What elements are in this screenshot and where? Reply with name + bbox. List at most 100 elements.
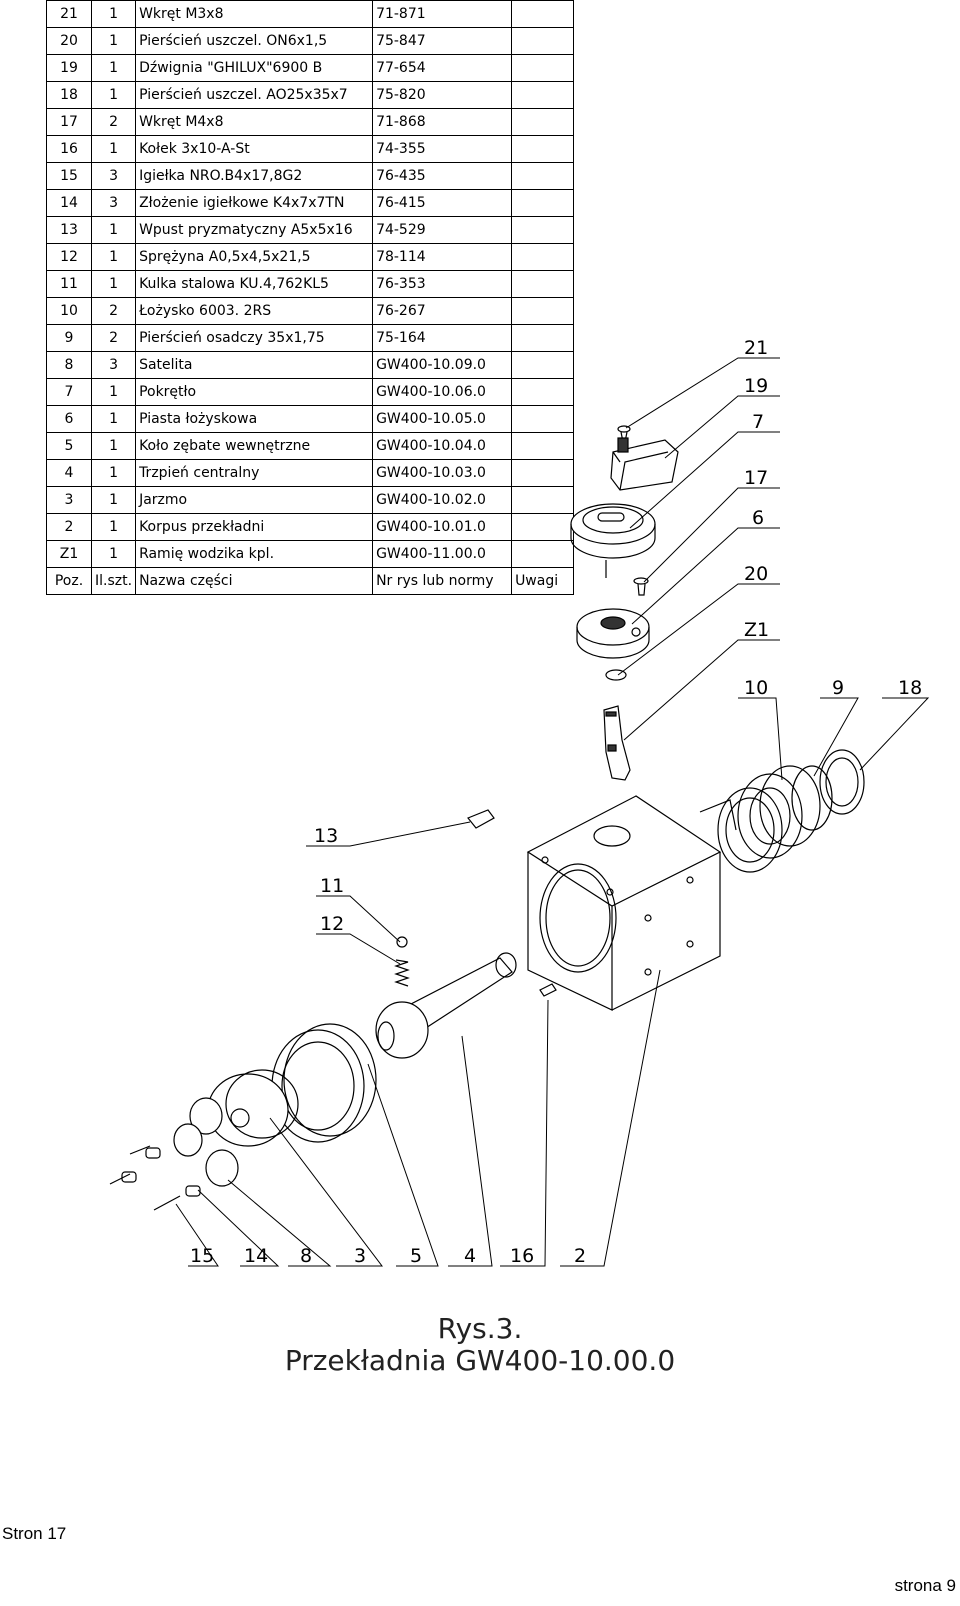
table-cell: 1 [90, 216, 137, 244]
table-cell: 9 [46, 324, 92, 352]
table-cell: 76-435 [372, 162, 513, 190]
table-cell: Pierścień uszczel. ON6x1,5 [135, 27, 374, 55]
table-cell: Igiełka NRO.B4x17,8G2 [135, 162, 374, 190]
callout-14: 14 [244, 1245, 268, 1267]
table-cell: GW400-10.02.0 [372, 486, 513, 514]
table-cell: Pokrętło [135, 378, 374, 406]
callout-19: 19 [744, 375, 768, 397]
part-2-housing [526, 795, 737, 1011]
table-cell: 1 [90, 27, 137, 55]
table-cell: GW400-10.03.0 [372, 459, 513, 487]
table-cell: 75-820 [372, 81, 513, 109]
table-cell [511, 432, 575, 460]
callout-11: 11 [320, 875, 344, 897]
table-header-cell: Poz. [46, 567, 92, 595]
table-header-cell: Nr rys lub normy [372, 567, 513, 595]
part-10-bearings [717, 765, 821, 873]
callout-18: 18 [898, 677, 922, 699]
callout-4: 4 [464, 1245, 476, 1267]
table-cell: GW400-10.01.0 [372, 513, 513, 541]
table-cell [511, 216, 575, 244]
table-cell: 19 [46, 54, 92, 82]
part-9-retaining-ring [791, 765, 833, 831]
part-7-knob [570, 503, 656, 578]
leader-lines [175, 357, 930, 1267]
part-16-pin [539, 983, 557, 997]
table-header-cell: Nazwa części [135, 567, 374, 595]
table-cell: Z1 [46, 540, 92, 568]
table-cell: 74-529 [372, 216, 513, 244]
part-13-key [467, 809, 495, 829]
table-cell: GW400-11.00.0 [372, 540, 513, 568]
table-cell: 77-654 [372, 54, 513, 82]
callout-20: 20 [744, 563, 768, 585]
part-15-needles [109, 1145, 181, 1211]
table-cell: 20 [46, 27, 92, 55]
callout-12: 12 [320, 913, 344, 935]
table-cell: 2 [46, 513, 92, 541]
table-cell: Kołek 3x10-A-St [135, 135, 374, 163]
part-19-lever [610, 437, 679, 491]
callout-7: 7 [752, 411, 764, 433]
callout-17: 17 [744, 467, 768, 489]
table-cell [511, 54, 575, 82]
table-cell: Złożenie igiełkowe K4x7x7TN [135, 189, 374, 217]
table-cell: 1 [90, 459, 137, 487]
exploded-assembly-drawing: 21 19 7 17 6 20 Z1 10 9 18 13 11 12 15 1… [109, 337, 930, 1267]
callout-15: 15 [190, 1245, 214, 1267]
table-header-cell: Il.szt. [90, 567, 137, 595]
table-cell [511, 243, 575, 271]
table-cell [511, 297, 575, 325]
table-cell: 1 [90, 405, 137, 433]
table-cell: Dźwignia "GHILUX"6900 B [135, 54, 374, 82]
part-12-spring [394, 959, 410, 987]
part-11-ball [396, 936, 408, 948]
table-cell: 16 [46, 135, 92, 163]
page-number: strona 9 [894, 1576, 956, 1595]
page-count: Stron 17 [2, 1524, 67, 1543]
table-cell: 15 [46, 162, 92, 190]
callout-3: 3 [354, 1245, 366, 1267]
table-cell [511, 540, 575, 568]
callout-2: 2 [574, 1245, 586, 1267]
table-cell: 71-868 [372, 108, 513, 136]
callout-5: 5 [410, 1245, 422, 1267]
table-cell: Łożysko 6003. 2RS [135, 297, 374, 325]
table-cell: 2 [90, 297, 137, 325]
table-cell: GW400-10.06.0 [372, 378, 513, 406]
table-cell: 75-164 [372, 324, 513, 352]
table-cell: 3 [90, 351, 137, 379]
part-8-satellite-gears [173, 1097, 239, 1187]
table-cell: 21 [46, 0, 92, 28]
table-cell: Sprężyna A0,5x4,5x21,5 [135, 243, 374, 271]
table-cell: 1 [90, 81, 137, 109]
callout-labels: 21 19 7 17 6 20 Z1 10 9 18 13 11 12 15 1… [190, 337, 922, 1267]
callout-Z1: Z1 [744, 619, 769, 641]
part-6-hub [576, 608, 650, 659]
callout-21: 21 [744, 337, 768, 359]
part-17-screw [633, 577, 649, 596]
table-cell: Pierścień osadczy 35x1,75 [135, 324, 374, 352]
table-cell: 1 [90, 54, 137, 82]
part-18-seal-ring [819, 749, 865, 815]
part-20-seal-ring [605, 669, 627, 681]
table-header-cell: Uwagi [511, 567, 575, 595]
table-cell [511, 378, 575, 406]
